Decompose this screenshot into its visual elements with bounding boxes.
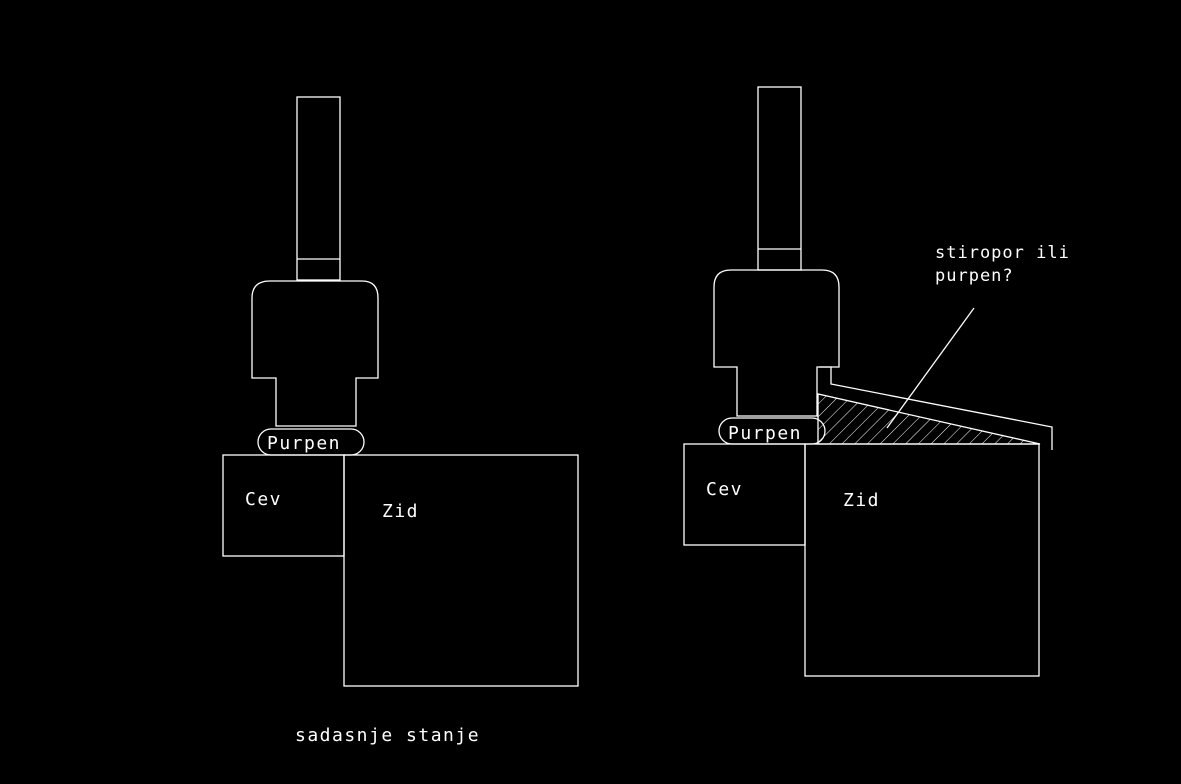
left-pipe-label: Cev [245, 489, 282, 510]
right-wall [804, 443, 1040, 677]
left-riser-pipe [296, 96, 341, 281]
left-detail: Purpen Cev Zid sadasnje stanje [222, 96, 579, 746]
right-riser-pipe [757, 86, 802, 271]
right-pipe-box [683, 443, 806, 546]
left-pipe-box [222, 454, 345, 557]
right-foam-label: Purpen [728, 423, 802, 444]
left-wall-label: Zid [382, 501, 419, 522]
right-wall-label: Zid [843, 490, 880, 511]
right-note-leader [886, 307, 975, 429]
right-detail: Purpen Cev Zid stiropor ili purpen? [683, 86, 1070, 677]
right-fitting-body [713, 269, 840, 417]
left-caption: sadasnje stanje [295, 725, 480, 746]
right-insulation-hatch [817, 393, 1041, 445]
right-note-line2: purpen? [935, 266, 1014, 286]
right-sloped-cover [819, 366, 1053, 450]
right-note-line1: stiropor ili [935, 243, 1070, 263]
left-fitting-body [251, 280, 379, 427]
left-wall [343, 454, 579, 687]
right-pipe-label: Cev [706, 479, 743, 500]
left-foam-label: Purpen [267, 433, 341, 454]
